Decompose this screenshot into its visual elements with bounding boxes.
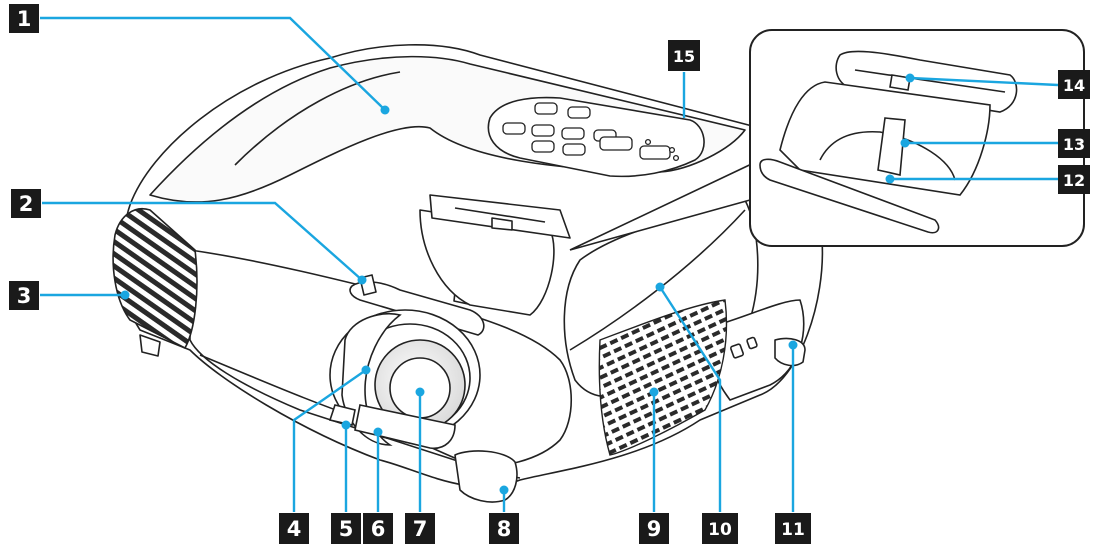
svg-text:2: 2 — [19, 192, 34, 216]
leader-dots — [120, 73, 915, 495]
callout-6: 6 — [363, 513, 393, 544]
projector-body — [120, 43, 824, 503]
svg-text:7: 7 — [413, 517, 428, 541]
callout-7: 7 — [405, 513, 435, 544]
svg-text:6: 6 — [371, 517, 386, 541]
callout-11: 11 — [775, 513, 811, 544]
callout-14: 14 — [1058, 70, 1090, 99]
callout-12: 12 — [1058, 165, 1090, 194]
control-panel-buttons — [502, 102, 680, 162]
svg-text:4: 4 — [287, 517, 302, 541]
svg-text:8: 8 — [497, 517, 512, 541]
callout-10: 10 — [702, 513, 738, 544]
leader-lines — [40, 16, 1059, 512]
callout-9: 9 — [639, 513, 669, 544]
inset-panel — [569, 29, 1085, 251]
callout-3: 3 — [9, 281, 39, 310]
svg-text:13: 13 — [1063, 135, 1085, 154]
callout-13: 13 — [1058, 129, 1090, 158]
callout-2: 2 — [11, 189, 41, 218]
svg-text:10: 10 — [708, 520, 732, 540]
callout-5: 5 — [331, 513, 361, 544]
callout-15: 15 — [668, 40, 700, 71]
left-air-vent — [112, 208, 198, 350]
svg-text:1: 1 — [17, 7, 32, 31]
svg-text:14: 14 — [1063, 76, 1085, 95]
svg-text:9: 9 — [647, 517, 662, 541]
callout-8: 8 — [489, 513, 519, 544]
callout-1: 1 — [9, 4, 39, 33]
svg-text:11: 11 — [781, 520, 805, 540]
svg-text:5: 5 — [339, 517, 354, 541]
lens-assembly — [328, 309, 481, 450]
svg-text:15: 15 — [673, 47, 695, 66]
svg-text:12: 12 — [1063, 171, 1085, 190]
svg-text:3: 3 — [17, 284, 32, 308]
callout-4: 4 — [279, 513, 309, 544]
